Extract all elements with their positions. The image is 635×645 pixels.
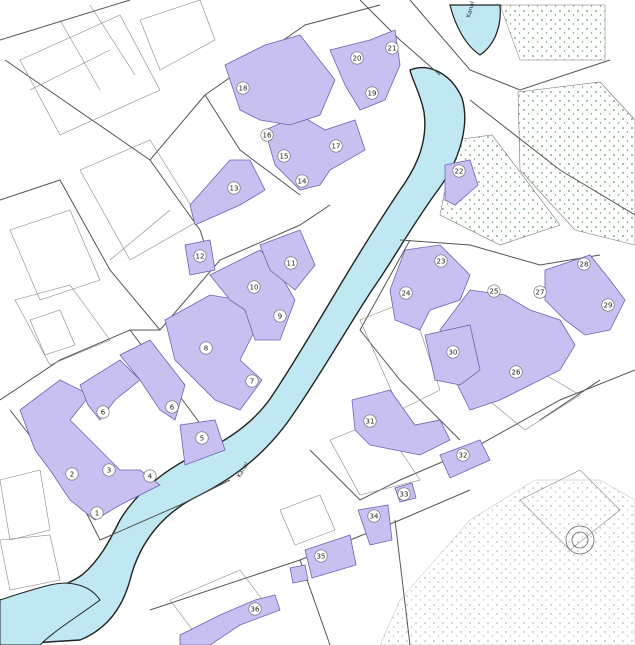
marker-21-label: 21	[388, 44, 397, 52]
marker-34-circle	[367, 509, 381, 523]
marker-5-label: 5	[200, 434, 204, 442]
marker-11-label: 11	[287, 259, 296, 267]
marker-31-circle	[363, 414, 377, 428]
marker-17-label: 17	[332, 142, 341, 150]
marker-26-label: 26	[512, 368, 521, 376]
marker-32-label: 32	[459, 451, 468, 459]
building-23-24	[389, 244, 471, 331]
marker-12-circle	[193, 249, 207, 263]
marker-15-circle	[277, 149, 291, 163]
marker-34-label: 34	[370, 512, 379, 520]
marker-21-circle	[385, 41, 399, 55]
building-6a	[79, 359, 141, 421]
marker-30-circle	[446, 345, 460, 359]
marker-10-label: 10	[250, 283, 259, 291]
marker-6-circle	[96, 405, 110, 419]
marker-25-label: 25	[490, 287, 499, 295]
marker-5-circle	[195, 431, 209, 445]
marker-12-label: 12	[196, 252, 205, 260]
marker-11-circle	[284, 256, 298, 270]
park-northeast	[517, 81, 635, 246]
water-label-north: Kanal	[465, 0, 476, 18]
building-14-17	[264, 114, 366, 191]
building-6b	[119, 339, 186, 421]
marker-22-circle	[452, 164, 466, 178]
marker-7-label: 7	[250, 377, 254, 385]
southwest-water	[0, 582, 101, 645]
marker-20-label: 20	[353, 54, 362, 62]
marker-36-label: 36	[251, 605, 260, 613]
marker-10-circle	[247, 280, 261, 294]
marker-24-label: 24	[402, 289, 411, 297]
marker-6-circle	[165, 400, 179, 414]
marker-6-label: 6	[170, 403, 175, 411]
marker-1-label: 1	[95, 509, 99, 517]
marker-16-circle	[260, 128, 274, 142]
marker-27-label: 27	[536, 288, 545, 296]
marker-8-circle	[199, 341, 213, 355]
marker-24-circle	[399, 286, 413, 300]
marker-32-circle	[456, 448, 470, 462]
marker-18-label: 18	[239, 84, 248, 92]
marker-13-label: 13	[230, 184, 239, 192]
building-31	[351, 389, 451, 456]
north-water	[449, 4, 501, 56]
marker-23-circle	[434, 254, 448, 268]
marker-33-label: 33	[400, 490, 409, 498]
marker-13-circle	[227, 181, 241, 195]
building-35	[304, 534, 357, 579]
water-bodies	[0, 4, 501, 645]
marker-36-circle	[248, 602, 262, 616]
marker-18-circle	[236, 81, 250, 95]
marker-30-label: 30	[449, 348, 458, 356]
building-27-28	[544, 254, 626, 336]
marker-9-circle	[273, 309, 287, 323]
park-north-top	[499, 4, 606, 61]
marker-15-label: 15	[280, 152, 289, 160]
building-34	[357, 504, 393, 546]
marker-28-label: 28	[580, 260, 589, 268]
marker-9-label: 9	[278, 312, 282, 320]
marker-14-circle	[295, 174, 309, 188]
marker-31-label: 31	[366, 417, 375, 425]
marker-17-circle	[329, 139, 343, 153]
marker-1-circle	[90, 506, 104, 520]
marker-29-circle	[601, 298, 615, 312]
building-19-21	[329, 29, 401, 111]
marker-25-circle	[487, 284, 501, 298]
marker-4-circle	[143, 469, 157, 483]
marker-2-label: 2	[70, 470, 74, 478]
marker-22-label: 22	[455, 167, 464, 175]
roundabout	[565, 525, 595, 555]
marker-29-label: 29	[604, 301, 613, 309]
marker-33-circle	[397, 487, 411, 501]
marker-20-circle	[350, 51, 364, 65]
marker-8-label: 8	[204, 344, 208, 352]
marker-4-label: 4	[148, 472, 153, 480]
building-35b	[289, 564, 309, 584]
block-outlines	[0, 0, 621, 641]
marker-2-circle	[65, 467, 79, 481]
marker-27-circle	[533, 285, 547, 299]
park-southeast	[379, 479, 635, 645]
marker-16-label: 16	[263, 131, 272, 139]
marker-14-label: 14	[298, 177, 307, 185]
marker-35-label: 35	[317, 552, 326, 560]
marker-28-circle	[577, 257, 591, 271]
marker-7-circle	[245, 374, 259, 388]
marker-19-label: 19	[368, 89, 377, 97]
marker-35-circle	[314, 549, 328, 563]
building-18	[224, 34, 336, 126]
building-13	[189, 159, 266, 226]
marker-26-circle	[509, 365, 523, 379]
marker-3-circle	[102, 463, 116, 477]
marker-23-label: 23	[437, 257, 446, 265]
marker-3-label: 3	[107, 466, 111, 474]
marker-19-circle	[365, 86, 379, 100]
marker-6-label: 6	[101, 408, 106, 416]
